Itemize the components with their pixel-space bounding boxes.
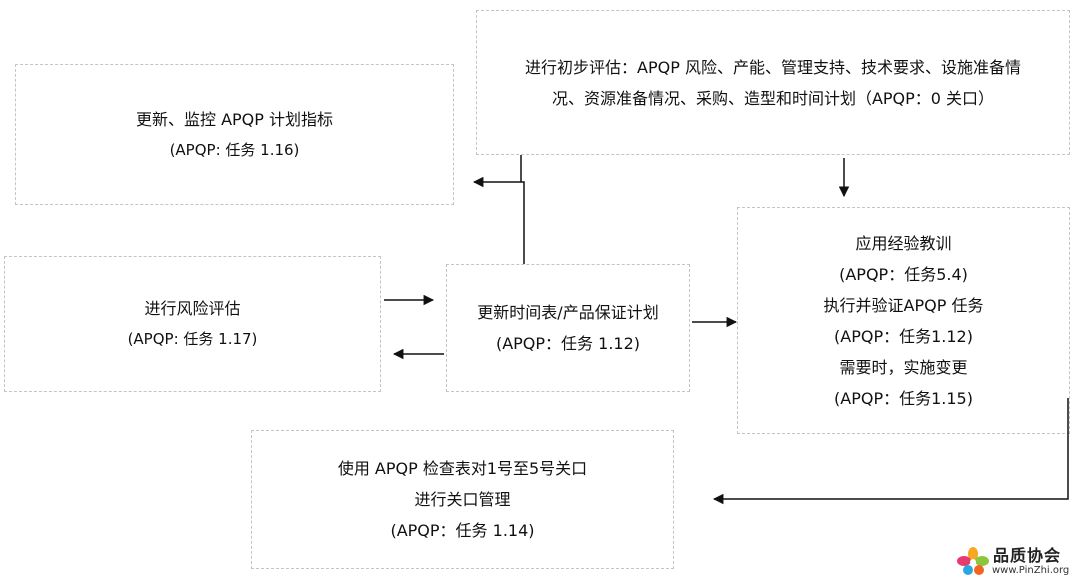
- timeline-to-metrics-arrow: [472, 176, 525, 264]
- lessons-line-5: 需要时，实施变更: [839, 357, 968, 377]
- lessons-line-1: 应用经验教训: [855, 233, 952, 253]
- watermark-site: www.PinZhi.org: [992, 565, 1070, 576]
- prelim-line-2: 况、资源准备情况、采购、造型和时间计划（APQP：0 关口）: [551, 88, 995, 108]
- prelim-line-1: 进行初步评估：APQP 风险、产能、管理支持、技术要求、设施准备情: [525, 57, 1021, 77]
- watermark-logo: 品质协会 www.PinZhi.org: [956, 542, 1078, 580]
- lessons-line-3: 执行并验证APQP 任务: [823, 295, 984, 315]
- lessons-line-4: (APQP：任务1.12): [834, 326, 973, 346]
- checklist-line-3: (APQP：任务 1.14): [390, 521, 535, 540]
- risk-line-1: 进行风险评估: [144, 299, 241, 318]
- checklist-line-1: 使用 APQP 检查表对1号至5号关口: [337, 459, 588, 478]
- flower-logo-icon: [957, 547, 989, 575]
- timeline-plan-box: 更新时间表/产品保证计划 (APQP：任务 1.12): [446, 264, 690, 392]
- checklist-line-2: 进行关口管理: [414, 490, 511, 509]
- timeline-line-1: 更新时间表/产品保证计划: [477, 303, 659, 322]
- watermark-brand: 品质协会: [993, 546, 1062, 565]
- risk-line-2: (APQP: 任务 1.17): [127, 330, 258, 348]
- lessons-tasks-box: 应用经验教训 (APQP：任务5.4) 执行并验证APQP 任务 (APQP：任…: [737, 207, 1070, 434]
- risk-assessment-box: 进行风险评估 (APQP: 任务 1.17): [4, 256, 381, 392]
- update-metrics-line-2: (APQP: 任务 1.16): [169, 140, 300, 159]
- gate-checklist-box: 使用 APQP 检查表对1号至5号关口 进行关口管理 (APQP：任务 1.14…: [251, 430, 674, 569]
- prelim-assessment-box: 进行初步评估：APQP 风险、产能、管理支持、技术要求、设施准备情 况、资源准备…: [476, 10, 1070, 155]
- update-metrics-box: 更新、监控 APQP 计划指标 (APQP: 任务 1.16): [15, 64, 454, 205]
- timeline-line-2: (APQP：任务 1.12): [495, 334, 641, 353]
- lessons-line-2: (APQP：任务5.4): [839, 264, 968, 284]
- lessons-line-6: (APQP：任务1.15): [834, 388, 973, 408]
- update-metrics-line-1: 更新、监控 APQP 计划指标: [135, 109, 333, 129]
